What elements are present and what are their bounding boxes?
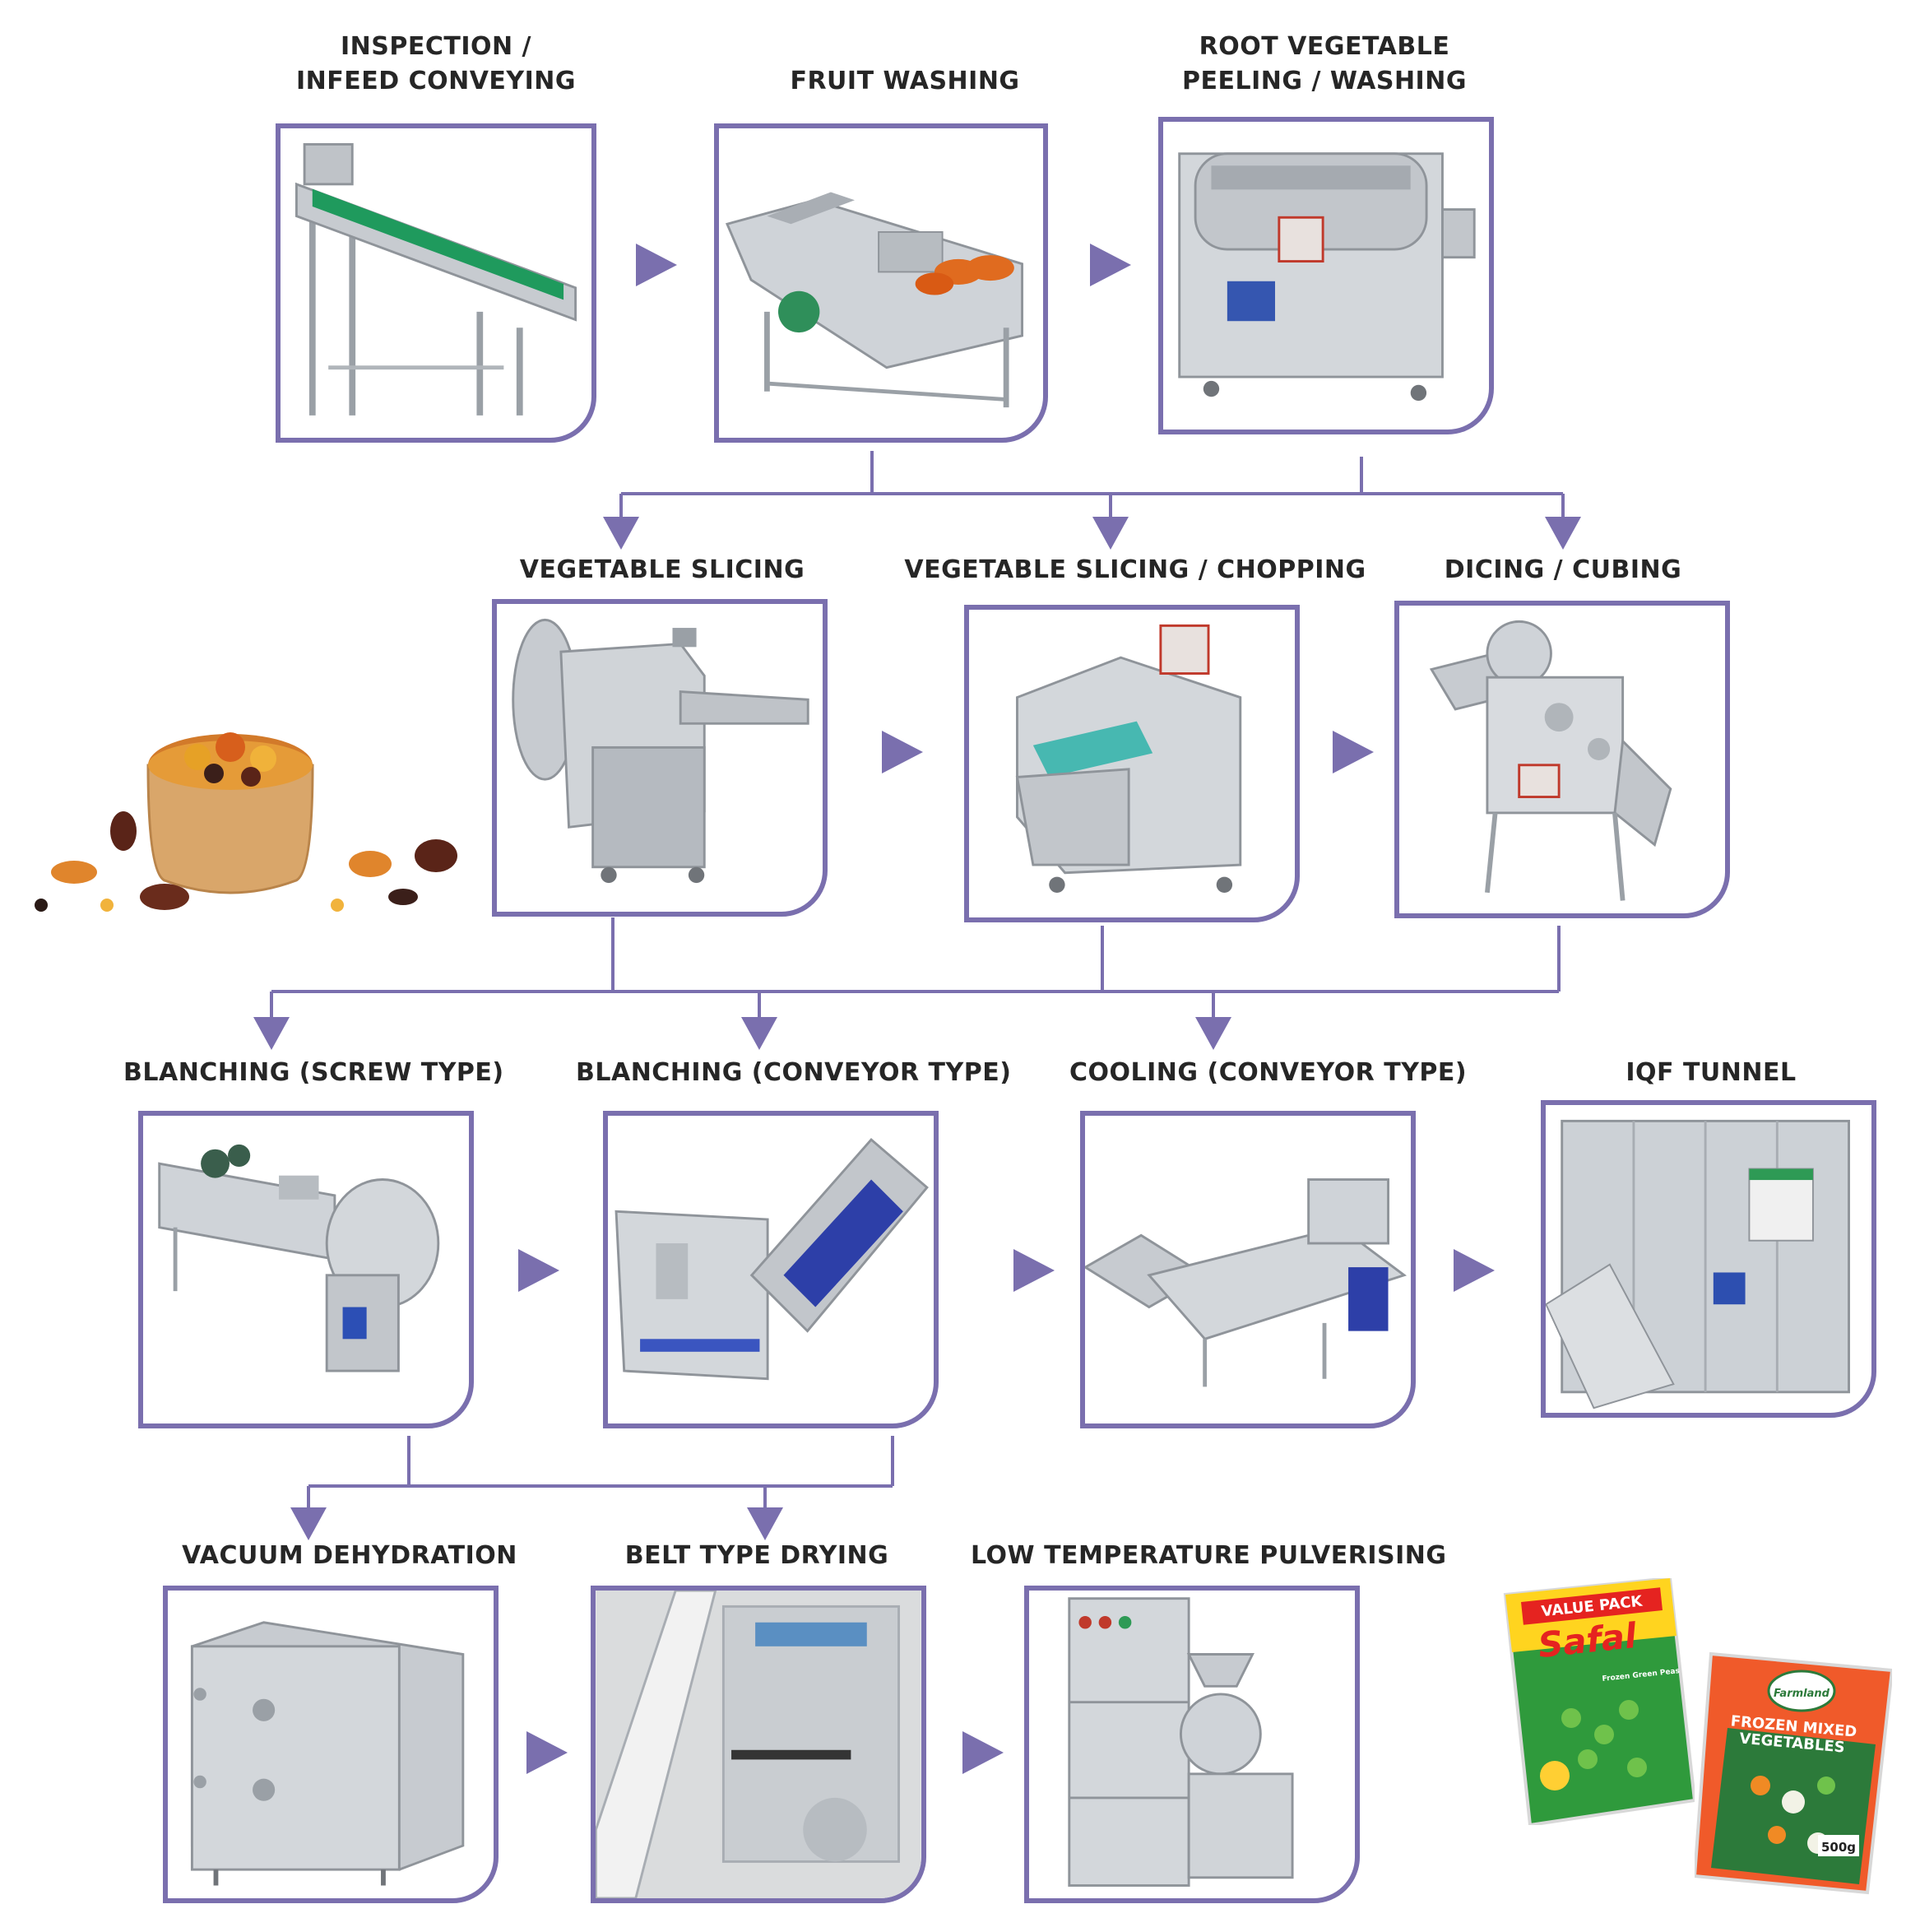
frame-blanching-screw [138, 1111, 474, 1428]
flow-arrow-icon [518, 1249, 559, 1292]
frame-pulverising [1024, 1586, 1360, 1903]
flow-arrow-icon [290, 1507, 327, 1540]
label-line: INFEED CONVEYING [295, 67, 577, 95]
flow-arrow-icon [1454, 1249, 1495, 1292]
machine-illustration [1068, 1597, 1294, 1887]
machine-illustration [614, 1138, 929, 1381]
flow-arrow-icon [603, 517, 639, 550]
machine-illustration [158, 1144, 440, 1372]
machine-illustration [1429, 620, 1672, 901]
connector-line [619, 451, 1565, 522]
frame-fruit-washing [714, 123, 1048, 443]
frame-belt-drying [591, 1586, 926, 1903]
dried-fruit-bowl-image [35, 732, 457, 912]
flow-arrow-icon [1092, 517, 1129, 550]
frame-vacuum [163, 1586, 499, 1903]
label-line: ROOT VEGETABLE [1199, 32, 1450, 61]
farmland-brand-text: Farmland [1774, 1688, 1830, 1700]
flow-arrow-icon [253, 1017, 290, 1050]
label-line: INSPECTION / [340, 32, 531, 61]
machine-illustration [1178, 152, 1476, 402]
label-line: PEELING / WASHING [1182, 67, 1467, 95]
flow-arrow-icon [1013, 1249, 1055, 1292]
label-line: COOLING (CONVEYOR TYPE) [1069, 1058, 1468, 1087]
label-line: VEGETABLE SLICING [519, 555, 805, 584]
label-blanching-screw: BLANCHING (SCREW TYPE) [123, 1056, 504, 1090]
label-veg-slicing: VEGETABLE SLICING [498, 553, 827, 587]
label-line: FRUIT WASHING [790, 67, 1020, 95]
label-line: VACUUM DEHYDRATION [182, 1541, 517, 1570]
flow-arrow-icon [1195, 1017, 1231, 1050]
label-dicing: DICING / CUBING [1398, 553, 1728, 587]
label-line: BELT TYPE DRYING [624, 1541, 889, 1570]
machine-illustration [294, 142, 577, 416]
flow-arrow-icon [741, 1017, 777, 1050]
label-line: DICING / CUBING [1444, 555, 1682, 584]
frame-root-peeling [1158, 117, 1494, 434]
label-inspection: INSPECTION / INFEED CONVEYING [271, 30, 601, 99]
label-line: LOW TEMPERATURE PULVERISING [971, 1541, 1447, 1570]
machine-illustration [725, 192, 1023, 408]
frame-inspection [276, 123, 596, 443]
flow-arrow-icon [1090, 244, 1131, 286]
connector-line [307, 1436, 894, 1512]
label-iqf: IQF TUNNEL [1588, 1056, 1834, 1090]
flow-arrow-icon [1333, 731, 1374, 773]
label-root-peeling: ROOT VEGETABLE PEELING / WASHING [1160, 30, 1489, 99]
flow-arrow-icon [1545, 517, 1581, 550]
flow-arrow-icon [962, 1731, 1004, 1774]
machine-illustration [190, 1621, 465, 1886]
machine-illustration [1546, 1119, 1850, 1410]
machine-illustration [596, 1591, 921, 1898]
label-line: IQF TUNNEL [1626, 1058, 1797, 1087]
frozen-pack-image: VALUE PACK Safal Frozen Green Peas [1503, 1578, 1695, 1825]
frame-cooling [1080, 1111, 1416, 1428]
label-fruit-washing: FRUIT WASHING [740, 64, 1069, 99]
frame-dicing [1394, 601, 1730, 918]
flow-arrow-icon [636, 244, 677, 286]
label-blanching-conveyor: BLANCHING (CONVEYOR TYPE) [576, 1056, 1012, 1090]
label-belt-drying: BELT TYPE DRYING [609, 1539, 905, 1573]
frozen-pack-image: Farmland FROZEN MIXED VEGETABLES 500g [1695, 1651, 1892, 1895]
label-line: VEGETABLE SLICING / CHOPPING [904, 555, 1366, 584]
connector-line [270, 917, 1561, 1020]
label-veg-chopping: VEGETABLE SLICING / CHOPPING [888, 553, 1382, 587]
label-line: BLANCHING (CONVEYOR TYPE) [576, 1058, 1012, 1087]
label-vacuum: VACUUM DEHYDRATION [177, 1539, 522, 1573]
flow-arrow-icon [882, 731, 923, 773]
label-cooling: COOLING (CONVEYOR TYPE) [1069, 1056, 1468, 1090]
flow-arrow-icon [747, 1507, 783, 1540]
frame-veg-slicing [492, 599, 828, 917]
machine-illustration [512, 618, 809, 884]
machine-illustration [1085, 1178, 1408, 1387]
machine-illustration [1015, 624, 1242, 893]
frame-veg-chopping [964, 605, 1300, 922]
farmland-weight-text: 500g [1821, 1840, 1856, 1855]
frame-iqf [1541, 1100, 1876, 1418]
frame-blanching-conveyor [603, 1111, 939, 1428]
flow-arrow-icon [526, 1731, 568, 1774]
label-line: BLANCHING (SCREW TYPE) [123, 1058, 504, 1087]
label-pulverising: LOW TEMPERATURE PULVERISING [971, 1539, 1447, 1573]
